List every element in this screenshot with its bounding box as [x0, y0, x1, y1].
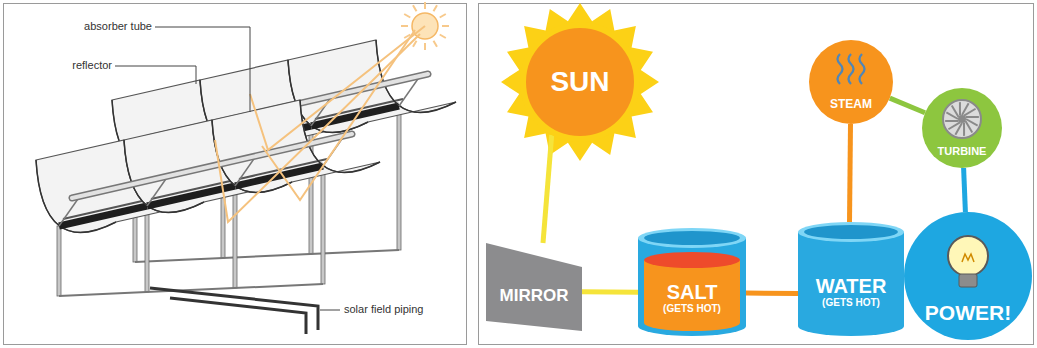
leader-line: [320, 310, 340, 311]
node-subtitle: (GETS HOT): [822, 297, 880, 308]
turbine-blade: [952, 105, 959, 117]
connector-line: [543, 135, 552, 243]
light-ray: [262, 30, 415, 200]
light-ray: [215, 34, 420, 222]
tube-support: [59, 196, 80, 226]
sun-ray-star: [501, 3, 659, 161]
tank-opening: [644, 231, 740, 245]
sun-ray: [442, 25, 449, 27]
turbine-circle: TURBINE: [922, 88, 1002, 168]
circle-shape: [523, 25, 637, 139]
sun-ray: [424, 2, 426, 9]
tank-top: [798, 222, 904, 242]
node-title: STEAM: [830, 98, 872, 111]
bulb-base: [959, 274, 977, 287]
sun-ray: [440, 14, 446, 18]
circle-shape: [809, 40, 893, 124]
salt-tank: SALT(GETS HOT): [638, 228, 746, 336]
turbine-fan: [943, 100, 981, 138]
node-subtitle: (GETS HOT): [663, 303, 721, 314]
ground-rail: [59, 284, 323, 296]
sun-ray: [424, 43, 426, 50]
tank-body: [798, 232, 904, 336]
sun-ray: [413, 5, 417, 11]
stand-post: [397, 106, 401, 250]
ground-rail: [135, 250, 399, 262]
tank-opening: [804, 225, 898, 239]
absorber-tube: [72, 134, 352, 198]
salt-liquid: [644, 260, 740, 331]
turbine-blade: [959, 102, 961, 115]
bulb-glass: [948, 236, 988, 276]
light-ray: [250, 26, 425, 150]
steam-circle: STEAM: [809, 40, 893, 124]
sun-circle: SUN: [520, 22, 640, 142]
steam-wave: [849, 54, 854, 84]
tank-top: [638, 228, 746, 248]
part-label: absorber tube: [8, 20, 154, 33]
sun-ray: [401, 25, 408, 27]
stand-post: [233, 186, 237, 288]
mirror-shape: [486, 243, 582, 331]
node-title: SALT: [667, 281, 718, 303]
stand-post: [145, 206, 149, 292]
turbine-blade: [965, 116, 978, 118]
mirror-shape: MIRROR: [486, 243, 582, 331]
field-pipe: [150, 288, 318, 330]
sun-ray: [404, 14, 410, 18]
node-title: POWER!: [925, 301, 1011, 324]
connector-line: [582, 289, 638, 295]
node-title: WATER: [816, 275, 887, 297]
leader-line: [115, 66, 196, 84]
turbine-blade: [945, 120, 958, 122]
leader-line: [155, 27, 250, 112]
node-title: MIRROR: [500, 287, 569, 306]
connector-line: [746, 291, 798, 296]
circle-shape: [922, 88, 1002, 168]
stand-post: [321, 166, 325, 284]
turbine-blade: [963, 122, 965, 135]
bulb-filament: [962, 254, 974, 262]
connector-line: [850, 124, 851, 222]
steam-wave: [838, 54, 843, 84]
turbine-blade: [964, 109, 976, 116]
connector-line: [890, 98, 925, 113]
part-label: reflector: [8, 59, 114, 72]
power-circle: POWER!: [904, 212, 1032, 340]
salt-surface: [644, 252, 740, 268]
steam-circle: [809, 40, 893, 124]
node-title: SUN: [550, 67, 609, 98]
part-label: solar field piping: [342, 303, 426, 316]
sun-ray: [434, 41, 438, 47]
node-title: TURBINE: [938, 145, 987, 157]
water-tank: WATER(GETS HOT): [798, 222, 904, 336]
turbine-blade: [965, 121, 972, 133]
circle-shape: [904, 212, 1032, 340]
field-pipe: [170, 298, 306, 334]
turbine-hub: [958, 115, 966, 123]
tank-body: [638, 238, 746, 336]
absorber-tube: [72, 134, 352, 198]
steam-wave: [860, 54, 865, 84]
sun-ray: [434, 5, 438, 11]
turbine-blade: [948, 122, 960, 129]
connector-line: [964, 168, 966, 212]
stand-post: [57, 226, 61, 296]
sun-ray: [440, 35, 446, 39]
